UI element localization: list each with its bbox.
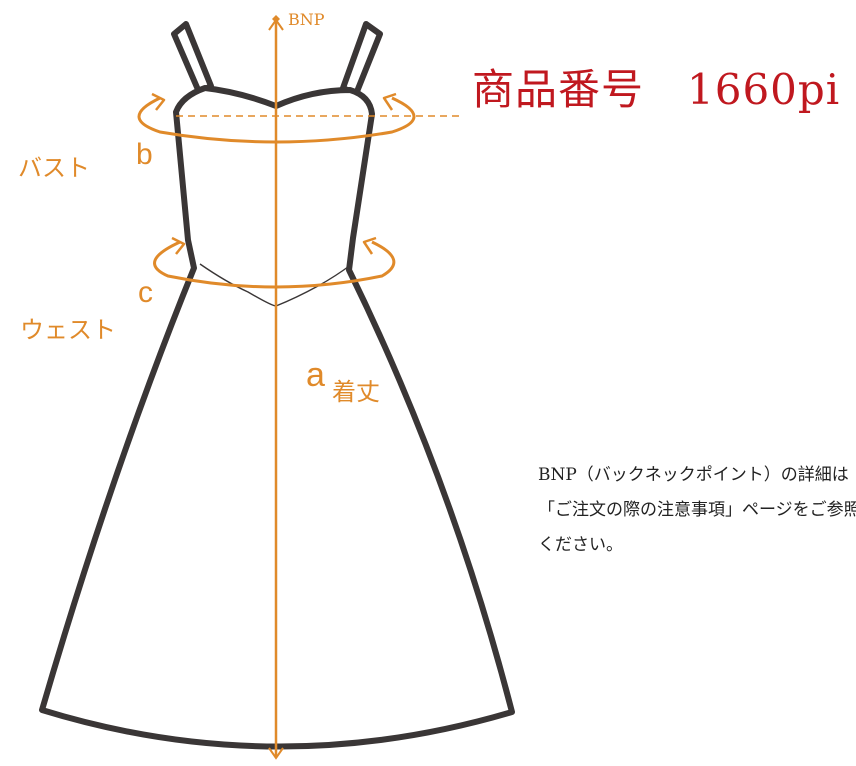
waist-arrow-right: [362, 236, 377, 255]
length-arrow-bottom: [268, 747, 284, 760]
waist-arrow-left: [171, 236, 186, 255]
bnp-label: BNP: [288, 10, 325, 29]
waist-label: ウェスト: [20, 316, 116, 344]
right-strap: [340, 21, 383, 97]
waist-ring-back: [153, 240, 396, 289]
bnp-point-marker: [272, 15, 280, 23]
bnp-note-text: BNP（バックネックポイント）の詳細は「ご注文の際の注意事項」ページをご参照くだ…: [538, 465, 856, 555]
product-number-title: 商品番号 1660pi: [472, 65, 841, 114]
bust-label: バスト: [18, 154, 90, 182]
waist-letter: c: [138, 276, 153, 309]
bust-letter: b: [136, 138, 153, 171]
left-strap: [171, 21, 214, 95]
length-letter: a: [306, 356, 325, 394]
length-label: 着丈: [332, 378, 380, 406]
bust-arrow-right: [382, 92, 397, 111]
bust-arrow-left: [151, 92, 166, 111]
